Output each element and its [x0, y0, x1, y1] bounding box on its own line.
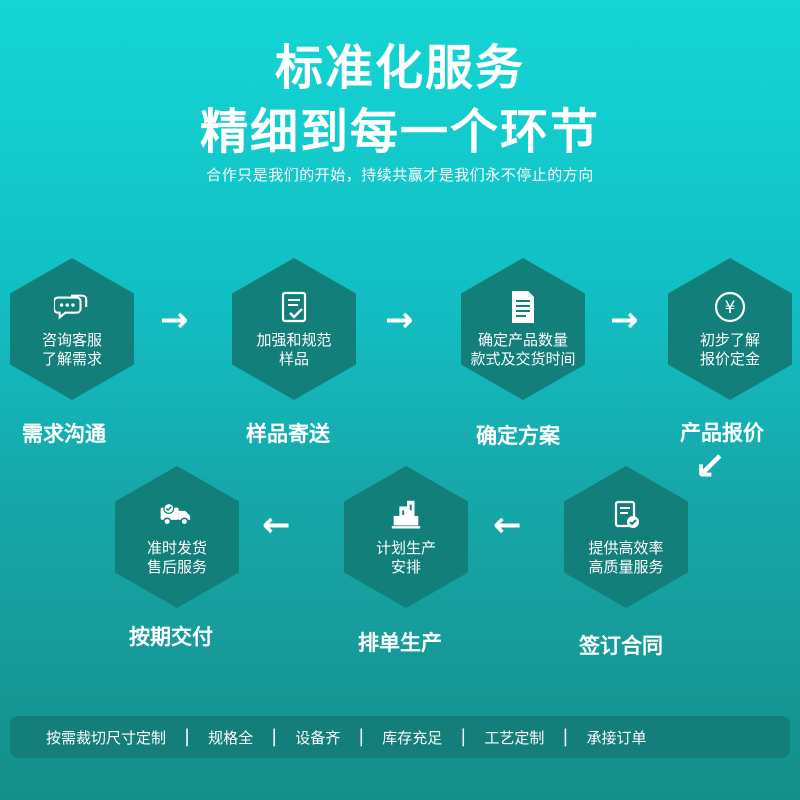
step-label-3: 确定方案: [476, 424, 560, 448]
step-hex-3: 确定产品数量 款式及交货时间: [461, 258, 585, 400]
step-1-text-line-2: 了解需求: [41, 350, 102, 368]
chat-bubbles-icon: [54, 289, 90, 325]
step-hex-5: 提供高效率 高质量服务: [564, 466, 688, 608]
footer-bar: 按需裁切尺寸定制 | 规格全 | 设备齐 | 库存充足 | 工艺定制 | 承接订…: [10, 716, 790, 758]
step-label-6: 排单生产: [358, 631, 442, 655]
yen-circle-icon: ¥: [712, 289, 748, 325]
footer-item-5: 工艺定制: [484, 728, 545, 747]
footer-item-3: 设备齐: [295, 728, 341, 747]
footer-separator-2: |: [271, 726, 278, 747]
footer-item-4: 库存充足: [382, 728, 443, 747]
arrow-right-3: →: [610, 300, 639, 340]
arrow-right-1: →: [160, 300, 189, 340]
step-label-7: 按期交付: [129, 625, 213, 649]
step-label-1: 需求沟通: [22, 422, 106, 446]
arrow-down-left: ↙: [694, 444, 726, 488]
step-hex-4: ¥ 初步了解 报价定金: [668, 258, 792, 400]
step-label-4: 产品报价: [680, 421, 764, 445]
step-5-text-line-2: 高质量服务: [588, 558, 664, 576]
step-2-text-line-2: 样品: [278, 350, 309, 368]
step-label-2: 样品寄送: [246, 422, 330, 446]
document-approval-icon: [608, 497, 644, 533]
step-hex-1: 咨询客服 了解需求: [10, 258, 134, 400]
svg-text:¥: ¥: [725, 298, 736, 318]
step-hex-2: 加强和规范 样品: [232, 258, 356, 400]
step-3-text-line-2: 款式及交货时间: [470, 350, 576, 368]
step-5-text-line-1: 提供高效率: [588, 539, 664, 557]
step-2-text-line-1: 加强和规范: [256, 331, 332, 349]
footer-item-1: 按需裁切尺寸定制: [46, 728, 167, 747]
delivery-truck-icon: [159, 497, 195, 533]
footer-separator-1: |: [184, 726, 191, 747]
footer-separator-3: |: [358, 726, 365, 747]
footer-separator-4: |: [460, 726, 467, 747]
page-title-line-2: 精细到每一个环节: [199, 104, 600, 160]
step-hex-6: 计划生产 安排: [344, 466, 468, 608]
step-3-text-line-1: 确定产品数量: [477, 331, 568, 349]
factory-icon: [388, 497, 424, 533]
footer-item-6: 承接订单: [586, 728, 647, 747]
step-1-text-line-1: 咨询客服: [41, 331, 102, 349]
step-4-text-line-2: 报价定金: [699, 350, 760, 368]
page-subtitle: 合作只是我们的开始，持续共赢才是我们永不停止的方向: [206, 166, 594, 184]
step-7-text-line-2: 售后服务: [146, 558, 207, 576]
footer-item-2: 规格全: [208, 728, 254, 747]
footer-separator-5: |: [562, 726, 569, 747]
arrow-right-2: →: [385, 300, 414, 340]
step-6-text-line-2: 安排: [390, 558, 421, 576]
document-list-icon: [505, 289, 541, 325]
step-6-text-line-1: 计划生产: [375, 539, 436, 557]
step-7-text-line-1: 准时发货: [146, 539, 207, 557]
step-4-text-line-1: 初步了解: [699, 331, 760, 349]
arrow-left-2: ←: [262, 505, 291, 545]
document-check-icon: [276, 289, 312, 325]
step-label-5: 签订合同: [579, 634, 663, 658]
arrow-left-1: ←: [493, 505, 522, 545]
step-hex-7: 准时发货 售后服务: [115, 466, 239, 608]
page-title-line-1: 标准化服务: [274, 40, 525, 96]
